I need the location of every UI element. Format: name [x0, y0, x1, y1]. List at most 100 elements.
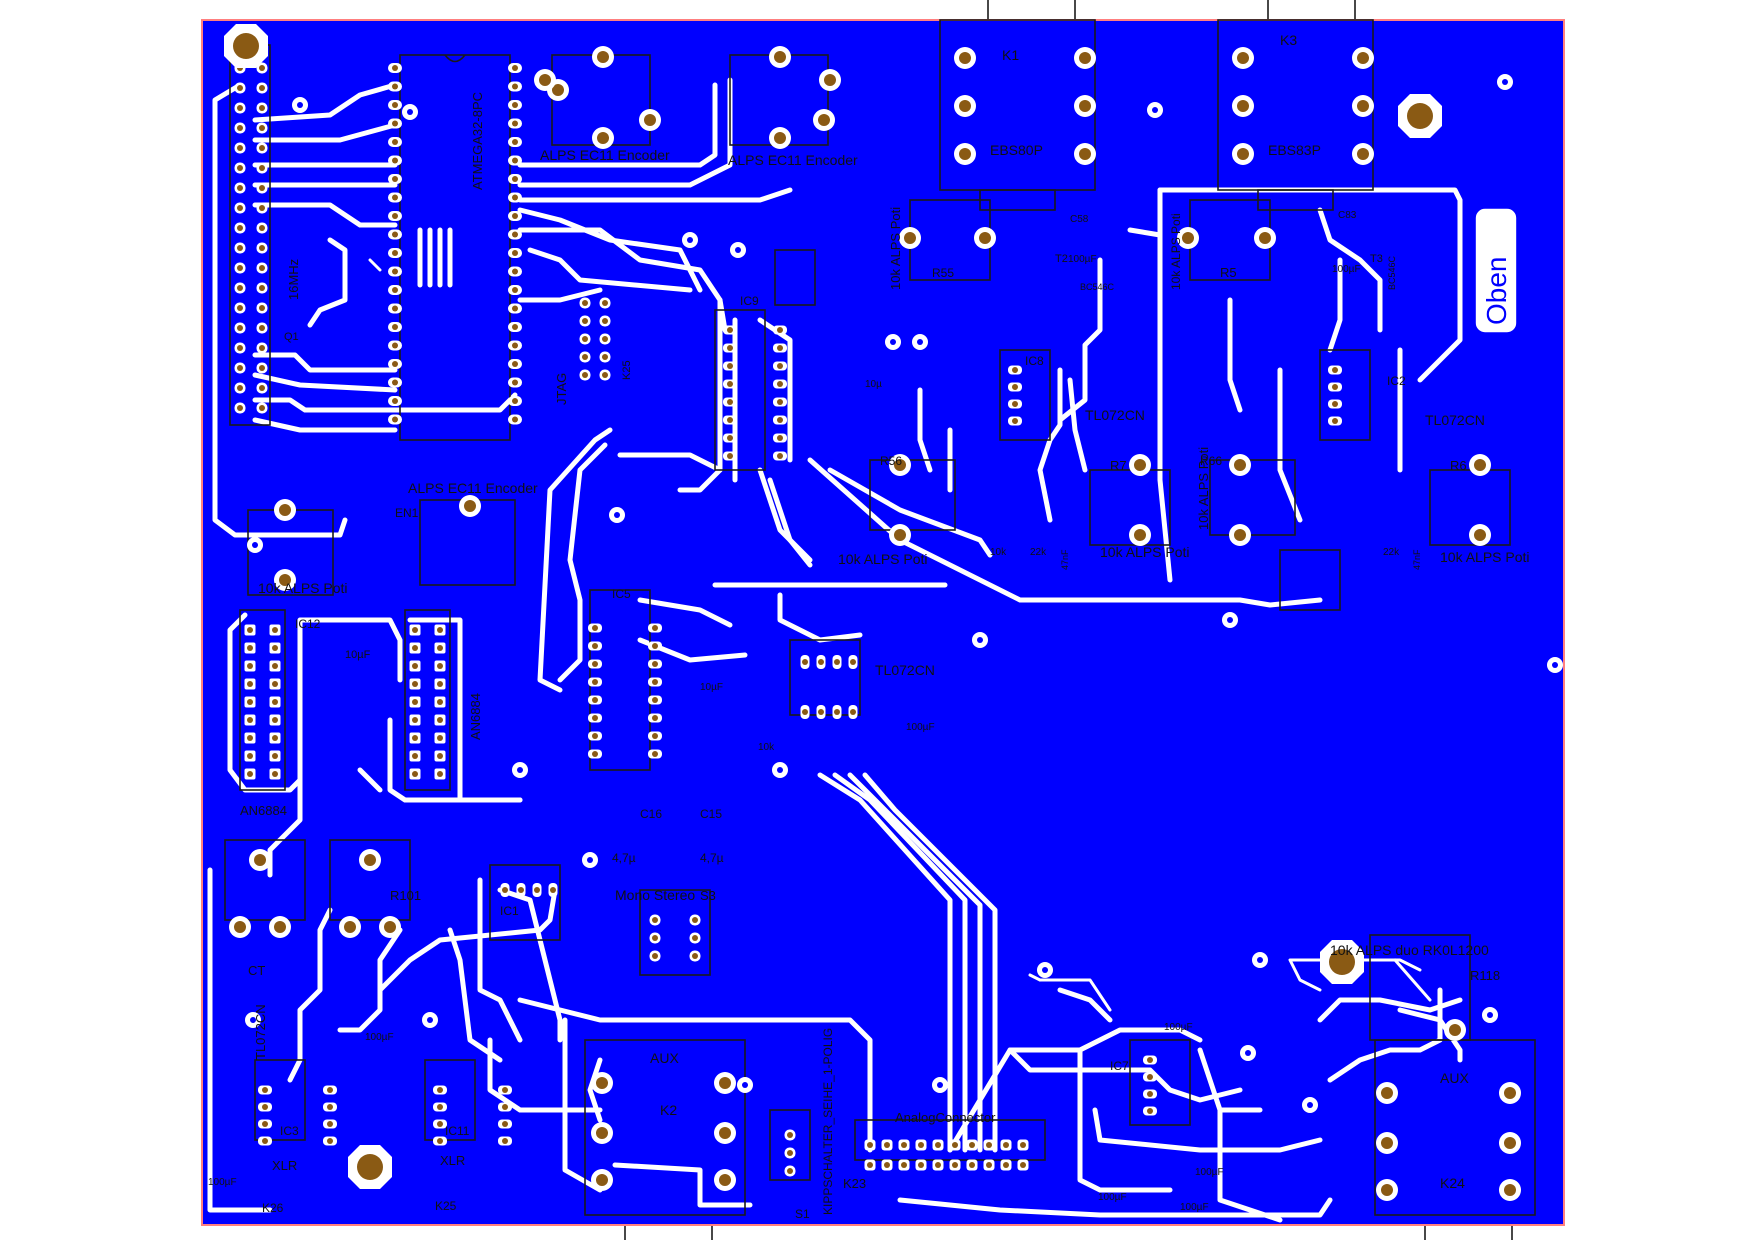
- pad-hole: [259, 225, 265, 231]
- signal-traces: [207, 77, 1463, 1223]
- pad-hole: [918, 1162, 924, 1168]
- label-k3: K3: [1280, 32, 1297, 48]
- large-pad-hole: [552, 84, 564, 96]
- pad-hole: [952, 1142, 958, 1148]
- via-hole: [890, 339, 896, 345]
- label-tl072-2: TL072CN: [1425, 412, 1485, 428]
- pad-hole: [692, 953, 698, 959]
- pad-hole: [592, 733, 598, 739]
- pad-hole: [237, 305, 243, 311]
- label-c47n2: 47nF: [1412, 549, 1422, 570]
- label-c100b: 100µF: [1332, 264, 1361, 275]
- label-poti4: 10k ALPS Poti: [838, 551, 928, 567]
- pad-hole: [512, 194, 518, 201]
- pad-hole: [259, 245, 265, 251]
- pad-hole: [259, 285, 265, 291]
- label-r101: R101: [390, 888, 421, 903]
- pad-hole: [901, 1142, 907, 1148]
- pad-hole: [437, 1121, 443, 1127]
- label-ic9: IC9: [740, 294, 759, 308]
- large-pad-hole: [1449, 1024, 1461, 1036]
- pad-hole: [259, 345, 265, 351]
- label-r22k: 22k: [1030, 547, 1047, 558]
- pad-hole: [502, 1104, 508, 1110]
- pad-hole: [550, 887, 556, 893]
- pad-hole: [259, 65, 265, 71]
- pad-hole: [986, 1162, 992, 1168]
- label-bc546b: BC546C: [1387, 255, 1397, 290]
- pad-hole: [392, 139, 398, 145]
- pad-hole: [901, 1162, 907, 1168]
- large-pad-hole: [818, 114, 830, 126]
- pad-hole: [437, 753, 443, 759]
- pad-hole: [392, 194, 398, 201]
- label-c100u3: 100µF: [208, 1177, 237, 1188]
- large-pad-hole: [1504, 1087, 1516, 1099]
- pad-hole: [969, 1142, 975, 1148]
- label-c10u3: 10µF: [700, 682, 723, 693]
- label-k2: K2: [660, 1102, 677, 1118]
- label-r5: R5: [1220, 265, 1237, 280]
- label-k25: K25: [621, 360, 633, 380]
- pad-hole: [512, 176, 518, 182]
- pad-hole: [884, 1162, 890, 1168]
- pad-hole: [1332, 384, 1338, 390]
- label-q1: Q1: [284, 331, 299, 343]
- pad-hole: [986, 1142, 992, 1148]
- label-c100u: 100µF: [365, 1032, 394, 1043]
- label-xlr2: XLR: [440, 1153, 465, 1168]
- large-pad-hole: [596, 1127, 608, 1139]
- pad-hole: [392, 416, 398, 423]
- pad-hole: [512, 213, 518, 219]
- pad-hole: [237, 385, 243, 391]
- pad-hole: [327, 1138, 333, 1144]
- pad-hole: [272, 735, 278, 741]
- pad-hole: [727, 381, 733, 387]
- pad-hole: [247, 753, 253, 759]
- large-pad-hole: [1474, 459, 1486, 471]
- large-pad-hole: [1134, 459, 1146, 471]
- label-k26: K26: [262, 1201, 284, 1215]
- pad-hole: [262, 1104, 268, 1110]
- pad-hole: [592, 715, 598, 721]
- pad-hole: [237, 205, 243, 211]
- label-aux1: AUX: [650, 1050, 679, 1066]
- label-an6884b: AN6884: [468, 693, 483, 740]
- pad-hole: [592, 625, 598, 631]
- pad-hole: [652, 917, 658, 923]
- large-pad-hole: [1182, 232, 1194, 244]
- via-hole: [777, 767, 783, 773]
- label-ebs3: EBS83P: [1268, 142, 1321, 158]
- pad-hole: [512, 65, 518, 71]
- large-pad-hole: [894, 459, 906, 471]
- pad-hole: [592, 661, 598, 667]
- header-pads: [234, 62, 268, 414]
- pad-hole: [582, 336, 588, 342]
- pad-hole: [692, 917, 698, 923]
- pad-hole: [935, 1142, 941, 1148]
- large-pad-hole: [959, 148, 971, 160]
- pad-hole: [1332, 401, 1338, 407]
- pad-hole: [259, 85, 265, 91]
- large-pad-hole: [824, 74, 836, 86]
- via-hole: [517, 767, 523, 773]
- pad-hole: [818, 709, 824, 715]
- pad-hole: [502, 1087, 508, 1093]
- pad-hole: [592, 751, 598, 757]
- label-k1: K1: [1002, 47, 1019, 63]
- mounting-holes: [224, 24, 1442, 1189]
- label-c47: 4,7µ: [612, 851, 636, 865]
- pad-hole: [512, 83, 518, 90]
- pad-hole: [272, 753, 278, 759]
- pad-hole: [237, 345, 243, 351]
- pad-hole: [392, 342, 398, 349]
- label-poti7: 10k ALPS Poti: [1169, 213, 1183, 290]
- label-atmega: ATMEGA32-8PC: [470, 92, 485, 190]
- large-pad-hole: [1381, 1137, 1393, 1149]
- pad-hole: [392, 231, 398, 238]
- label-ic1: IC1: [500, 904, 519, 918]
- via-hole: [687, 237, 693, 243]
- pad-hole: [247, 717, 253, 723]
- via-hole: [427, 1017, 433, 1023]
- label-duo-poti: 10k ALPS duo RK0L1200: [1330, 942, 1489, 958]
